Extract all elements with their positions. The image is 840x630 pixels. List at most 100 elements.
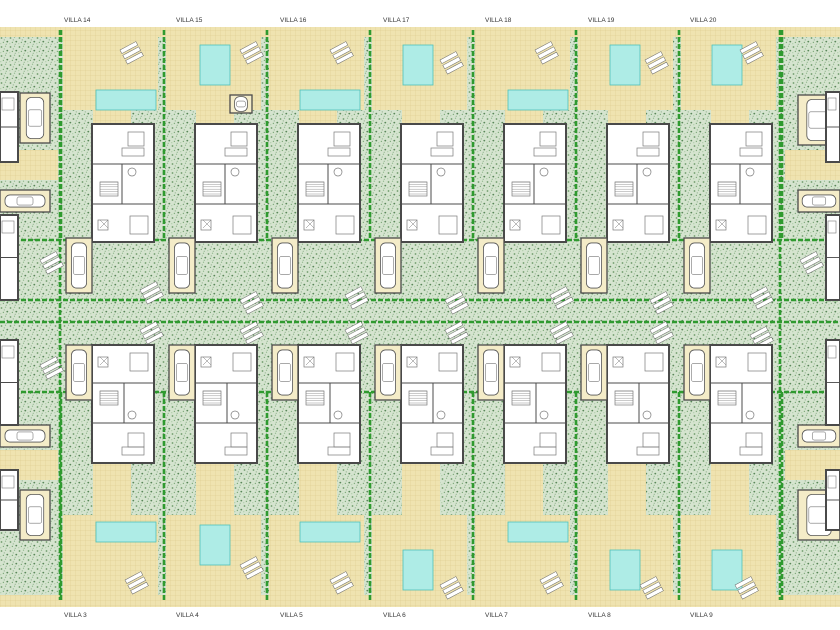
car-roof: [485, 363, 497, 382]
table: [430, 446, 454, 456]
lounger: [242, 561, 261, 575]
lounger: [142, 326, 161, 340]
house-outline: [606, 123, 670, 243]
pool: [95, 521, 157, 543]
lounger-pair: [39, 356, 64, 380]
sun-loungers: [39, 41, 824, 600]
lounger: [242, 326, 261, 340]
edge-villas: [0, 91, 840, 531]
villa-houses: [91, 123, 773, 464]
void-mark: [511, 356, 521, 366]
pool: [402, 44, 434, 86]
lounger: [239, 556, 259, 569]
partial-villa: [0, 91, 19, 163]
furniture: [827, 220, 837, 234]
car-roof: [176, 363, 188, 382]
house-outline: [297, 123, 361, 243]
house-outline: [194, 344, 258, 464]
villa-label: VILLA 9: [690, 612, 713, 619]
room-wall: [297, 203, 361, 243]
lounger: [755, 296, 774, 310]
parking-bay: [374, 237, 402, 294]
lounger: [350, 296, 369, 310]
void-mark: [408, 356, 418, 366]
parking-bay: [168, 237, 196, 294]
void-mark: [305, 356, 315, 366]
lounger: [442, 56, 461, 70]
house-outline: [503, 123, 567, 243]
dining-table: [230, 410, 240, 420]
car-icon: [586, 242, 602, 289]
lounger: [335, 581, 354, 595]
lounger: [347, 326, 366, 340]
lounger: [439, 576, 459, 589]
bed: [541, 352, 561, 372]
partial-villa: [825, 339, 840, 426]
table: [224, 147, 248, 157]
car-icon: [4, 429, 46, 443]
lounger: [145, 291, 164, 305]
parking-bay: [0, 189, 51, 213]
villa-label: VILLA 8: [588, 612, 611, 619]
bed: [129, 215, 149, 235]
lounger: [799, 251, 819, 264]
lounger-pair: [444, 321, 469, 345]
wardrobe: [97, 219, 109, 231]
room-wall: [606, 203, 670, 243]
partial-villa: [0, 214, 19, 301]
lounger: [145, 331, 164, 345]
lounger: [130, 581, 149, 595]
car-icon: [25, 97, 45, 139]
villa-label: VILLA 16: [280, 17, 307, 24]
sofa: [436, 131, 454, 147]
void-mark: [99, 219, 109, 229]
dining-table: [127, 167, 137, 177]
dining-table: [539, 167, 549, 177]
lounger: [540, 51, 559, 65]
dining-table: [436, 167, 446, 177]
wardrobe: [97, 356, 109, 368]
lounger: [122, 46, 141, 60]
lounger: [245, 566, 264, 580]
car-icon: [689, 349, 705, 396]
partial-villa: [825, 469, 840, 531]
sofa: [230, 131, 248, 147]
table: [636, 147, 660, 157]
pool: [199, 524, 231, 566]
parking-bay: [580, 344, 608, 401]
lounger-pair: [734, 576, 759, 600]
partial-villa: [825, 91, 840, 163]
parking-bay: [797, 189, 840, 213]
lounger: [555, 296, 574, 310]
lounger: [445, 61, 464, 75]
parking-bay: [477, 237, 505, 294]
bed: [438, 352, 458, 372]
lounger: [555, 331, 574, 345]
lounger: [645, 586, 664, 600]
lounger: [649, 291, 669, 304]
lounger: [45, 261, 64, 275]
table: [327, 147, 351, 157]
table: [121, 147, 145, 157]
room-wall: [709, 422, 773, 464]
lounger: [42, 256, 61, 270]
lounger-pair: [539, 571, 564, 595]
lounger: [734, 576, 754, 589]
pool: [609, 549, 641, 591]
sofa: [539, 131, 557, 147]
parking-bay: [477, 344, 505, 401]
lounger: [444, 321, 464, 334]
dining-table: [436, 410, 446, 420]
room-wall: [503, 422, 567, 464]
lounger-pair: [239, 556, 264, 580]
room-wall: [297, 422, 361, 464]
lounger: [649, 321, 669, 334]
lounger: [745, 51, 764, 65]
wardrobe: [406, 219, 418, 231]
car-icon: [4, 194, 46, 208]
dining-table: [230, 167, 240, 177]
car-icon: [234, 96, 248, 112]
bottom-villa-labels: VILLA 3 VILLA 4 VILLA 5 VILLA 6 VILLA 7 …: [64, 612, 713, 619]
lounger-pair: [329, 41, 354, 65]
lounger-pair: [649, 291, 674, 315]
